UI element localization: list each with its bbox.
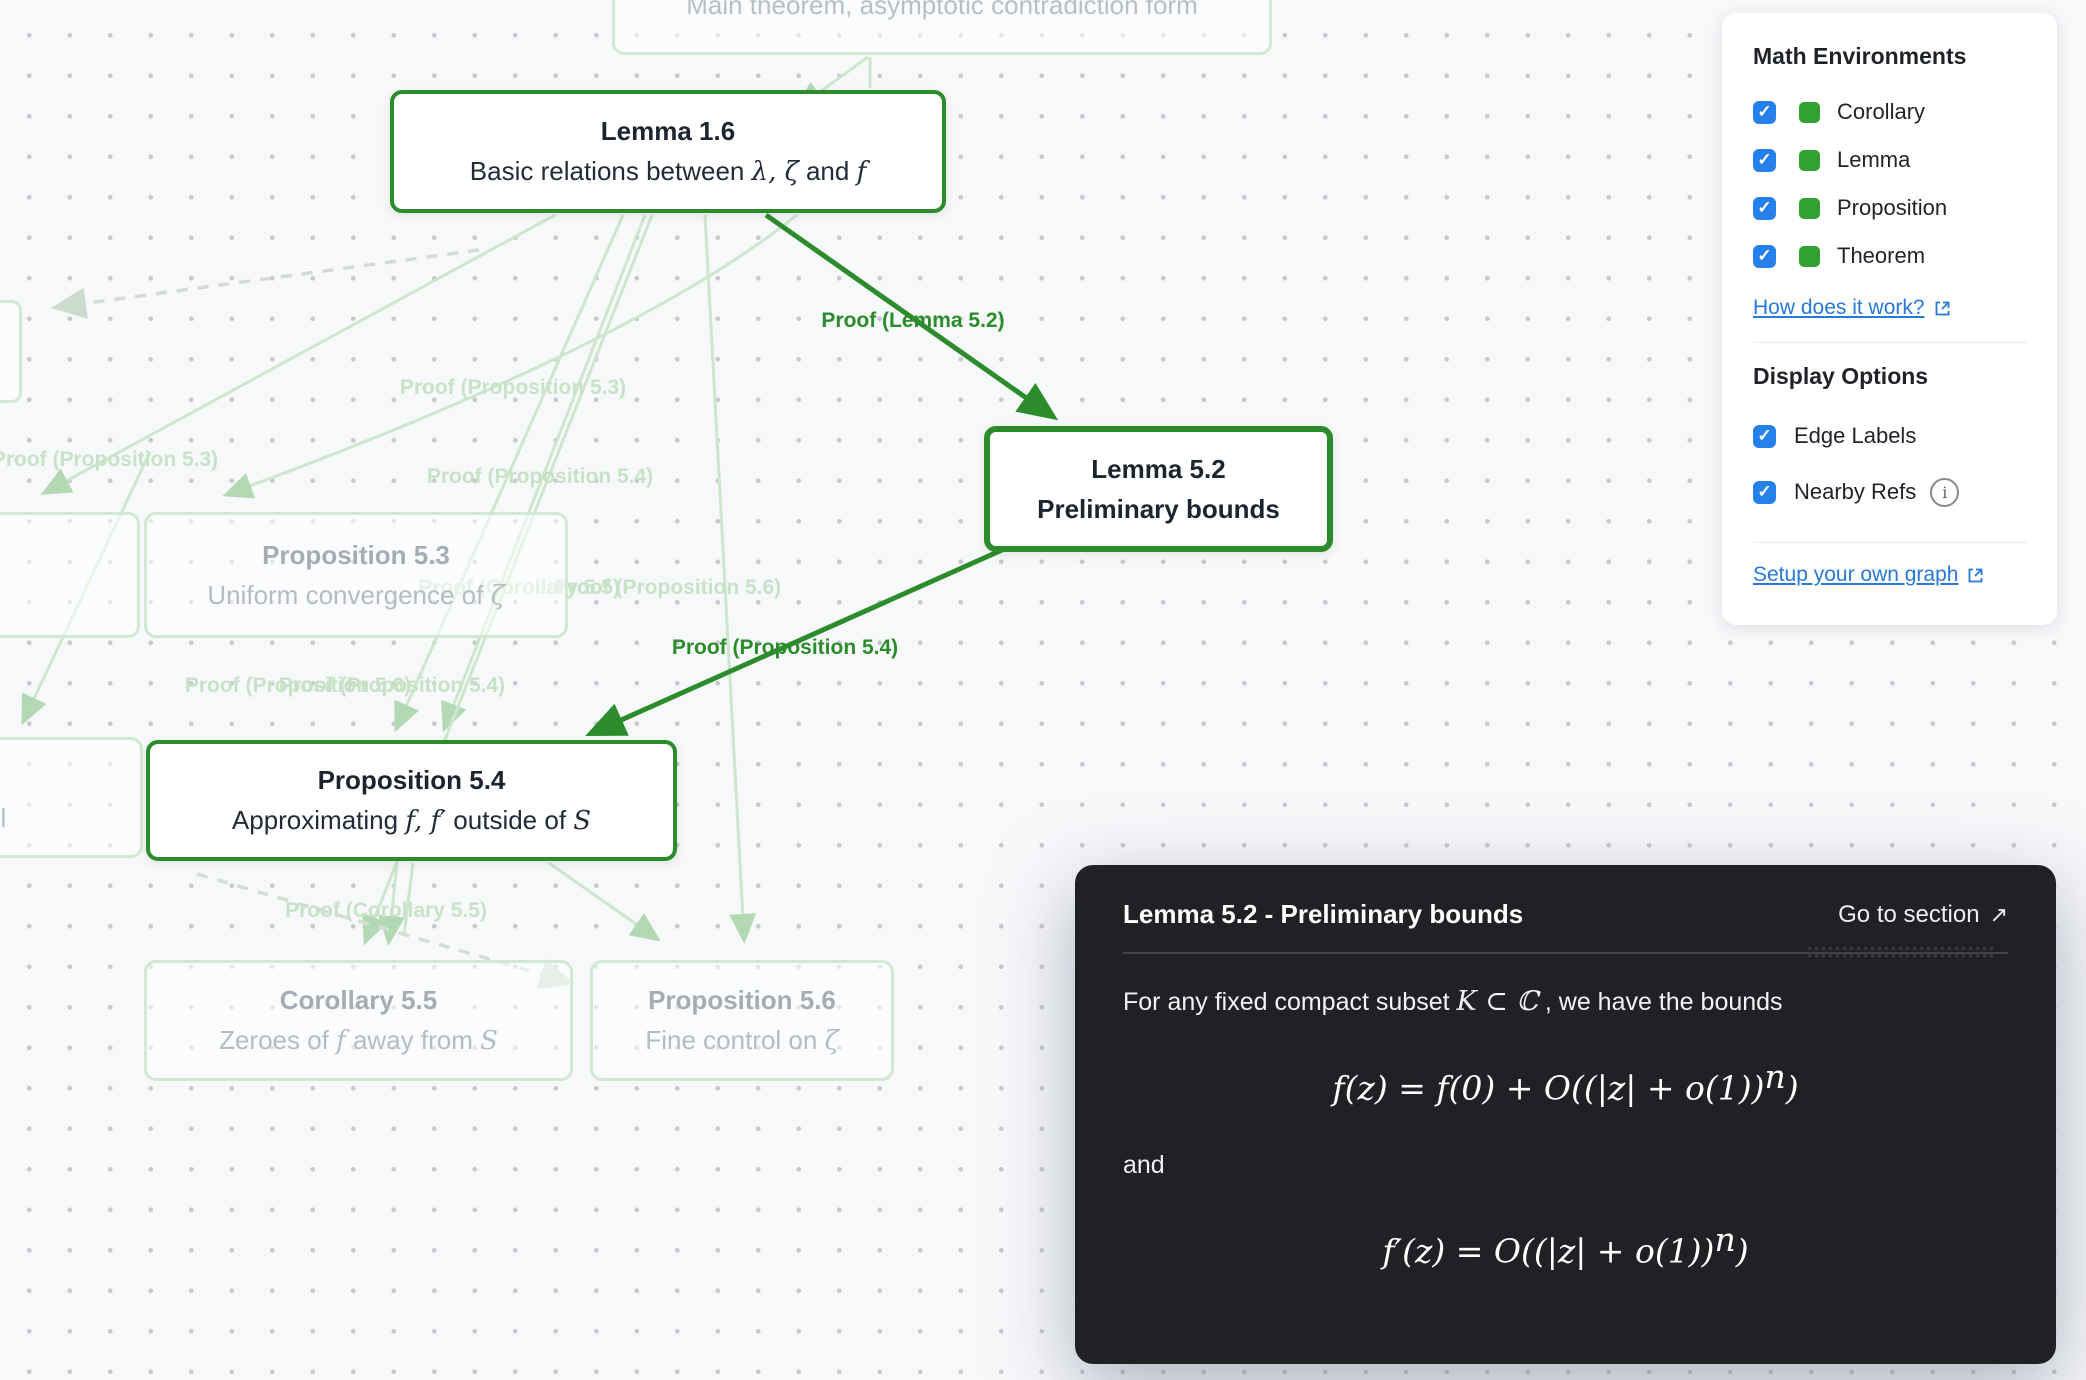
theorem-checkbox[interactable]: ✓ bbox=[1753, 244, 1776, 268]
theorem-color-swatch bbox=[1799, 245, 1820, 267]
edge-label: Proof (Corollary 5.5) bbox=[285, 899, 487, 922]
corollary-color-swatch bbox=[1799, 101, 1820, 123]
node-fragment-left-middle[interactable]: d ne origin bbox=[0, 512, 140, 638]
edge-labels-row[interactable]: ✓ Edge Labels bbox=[1753, 408, 2027, 464]
filter-label: Theorem bbox=[1837, 243, 1926, 268]
panel-divider bbox=[1753, 342, 2027, 343]
node-subtitle: Preliminary bounds bbox=[1037, 494, 1280, 524]
popup-formula-2: f′(z) = O((|z| + o(1))n) bbox=[1382, 1220, 1749, 1271]
node-lemma-1-6[interactable]: Lemma 1.6 Basic relations between λ, ζ a… bbox=[390, 90, 946, 213]
node-title: Main theorem, asymptotic contradiction f… bbox=[686, 0, 1198, 20]
filter-label: Edge Labels bbox=[1794, 423, 1917, 448]
edge-label: Proof (Proposition 5.4) bbox=[426, 465, 654, 488]
node-subtitle: Fine control on ζ bbox=[645, 1025, 839, 1056]
filter-row-corollary[interactable]: ✓ Corollary bbox=[1753, 88, 2027, 136]
filter-label: Corollary bbox=[1837, 99, 1926, 124]
popup-statement-intro: For any fixed compact subset K ⊂ ℂ , we … bbox=[1123, 986, 1783, 1017]
filter-row-lemma[interactable]: ✓ Lemma bbox=[1753, 136, 2027, 184]
nearby-refs-checkbox[interactable]: ✓ bbox=[1753, 480, 1776, 504]
external-link-icon bbox=[1969, 568, 1983, 582]
edge-label: Proof (Proposition 5.4) bbox=[278, 674, 506, 697]
go-to-section-link[interactable]: Go to section ↗ bbox=[1838, 900, 2008, 928]
popup-formula-1: f(z) = f(0) + O((|z| + o(1))n) bbox=[1332, 1057, 1799, 1108]
edge-label: Proof (Proposition 5.6) bbox=[184, 674, 412, 697]
node-title: Proposition 5.6 bbox=[648, 985, 836, 1015]
edge-labels-checkbox[interactable]: ✓ bbox=[1753, 424, 1776, 448]
node-subtitle: Approximating f, f′ outside of S bbox=[231, 805, 592, 836]
proposition-checkbox[interactable]: ✓ bbox=[1753, 196, 1776, 220]
node-fragment-top-left[interactable] bbox=[0, 300, 22, 403]
math-environments-heading: Math Environments bbox=[1753, 43, 1967, 69]
lemma-color-swatch bbox=[1799, 149, 1820, 171]
active-edges bbox=[585, 212, 1059, 737]
display-options-heading: Display Options bbox=[1753, 363, 1929, 389]
filter-row-proposition[interactable]: ✓ Proposition bbox=[1753, 184, 2027, 232]
edge-label: Proof (Proposition 5.3) bbox=[399, 376, 627, 399]
node-fragment-left-bottom[interactable]: 5.1 ne unit circl bbox=[0, 737, 143, 858]
popup-connector-text: and bbox=[1123, 1151, 1165, 1180]
edge-label: Proof (Proposition 5.4) bbox=[671, 636, 899, 659]
node-proposition-5-4[interactable]: Proposition 5.4 Approximating f, f′ outs… bbox=[146, 740, 677, 861]
node-subtitle: Uniform convergence of ζ bbox=[207, 579, 505, 611]
filter-label: Lemma bbox=[1837, 147, 1911, 172]
node-lemma-5-2[interactable]: Lemma 5.2 Preliminary bounds bbox=[984, 426, 1333, 552]
edge-label: Proof (Proposition 5.3) bbox=[0, 448, 219, 471]
filters-panel: Math Environments ✓ Corollary ✓ Lemma ✓ … bbox=[1722, 13, 2057, 625]
edge-label: Proof (Proposition 5.6) bbox=[554, 576, 782, 599]
corollary-checkbox[interactable]: ✓ bbox=[1753, 100, 1776, 124]
proposition-color-swatch bbox=[1799, 197, 1820, 219]
node-title: Lemma 5.2 bbox=[1091, 454, 1226, 484]
node-corollary-5-5[interactable]: Corollary 5.5 Zeroes of f away from S bbox=[144, 960, 573, 1081]
lemma-checkbox[interactable]: ✓ bbox=[1753, 148, 1776, 172]
lemma-detail-popup: Lemma 5.2 - Preliminary bounds Go to sec… bbox=[1075, 865, 2056, 1364]
external-link-icon bbox=[1935, 301, 1949, 315]
node-subtitle: Zeroes of f away from S bbox=[219, 1025, 498, 1056]
north-east-arrow-icon: ↗ bbox=[1989, 901, 2008, 927]
setup-your-own-graph-link[interactable]: Setup your own graph bbox=[1753, 563, 2027, 587]
node-proposition-5-6[interactable]: Proposition 5.6 Fine control on ζ bbox=[590, 960, 894, 1081]
node-subtitle: Basic relations between λ, ζ and f bbox=[469, 156, 867, 187]
nearby-refs-row[interactable]: ✓ Nearby Refs i bbox=[1753, 464, 2027, 520]
node-title: Lemma 1.6 bbox=[600, 116, 736, 146]
filter-label: Nearby Refs bbox=[1794, 479, 1917, 504]
how-does-it-work-link[interactable]: How does it work? bbox=[1753, 296, 2027, 320]
popup-divider bbox=[1123, 952, 2008, 954]
node-main-theorem[interactable]: Main theorem, asymptotic contradiction f… bbox=[612, 0, 1272, 55]
info-icon[interactable]: i bbox=[1930, 477, 1960, 507]
node-subtitle-fragment: ne unit circl bbox=[0, 802, 7, 833]
popup-title: Lemma 5.2 - Preliminary bounds bbox=[1123, 899, 1524, 929]
node-title: Corollary 5.5 bbox=[279, 985, 438, 1015]
panel-divider bbox=[1753, 542, 2027, 543]
filter-row-theorem[interactable]: ✓ Theorem bbox=[1753, 232, 2027, 280]
node-title: Proposition 5.4 bbox=[317, 765, 506, 795]
edge-label: Proof (Lemma 5.2) bbox=[821, 309, 1005, 332]
node-title: Proposition 5.3 bbox=[262, 539, 450, 570]
filter-label: Proposition bbox=[1837, 195, 1948, 220]
shimmer-texture bbox=[1806, 945, 1996, 961]
node-proposition-5-3[interactable]: Proposition 5.3 Uniform convergence of ζ bbox=[144, 512, 568, 638]
